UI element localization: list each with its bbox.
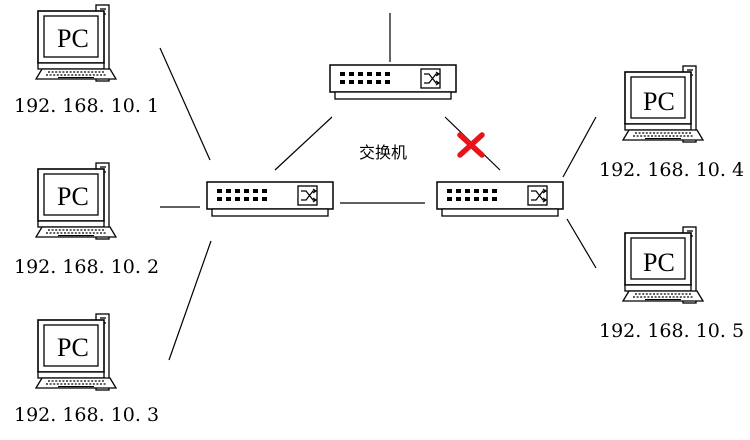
switch-label: 交换机 — [359, 143, 407, 162]
link-switch-right-pc4 — [562, 116, 597, 178]
pc-label: PC — [57, 333, 89, 362]
pc-3: PC 192. 168. 10. 3 — [14, 313, 159, 426]
link-switch-top-switch-left — [274, 116, 333, 171]
link-switch-right-pc5 — [566, 218, 597, 269]
pc-label: PC — [643, 248, 675, 277]
ip-address-label: 192. 168. 10. 5 — [599, 320, 744, 342]
ip-address-label: 192. 168. 10. 1 — [14, 95, 159, 117]
ip-address-label: 192. 168. 10. 2 — [14, 256, 159, 278]
pc-2: PC 192. 168. 10. 2 — [14, 162, 159, 278]
pc-label: PC — [57, 182, 89, 211]
link-pc3-switch-left — [168, 240, 212, 361]
link-pc1-switch-left — [159, 47, 211, 161]
switch-left — [206, 181, 334, 217]
pc-label: PC — [643, 87, 675, 116]
ip-address-label: 192. 168. 10. 4 — [599, 159, 744, 181]
ip-address-label: 192. 168. 10. 3 — [14, 404, 159, 426]
switch-top — [329, 64, 457, 100]
network-links — [159, 13, 597, 361]
pc-label: PC — [57, 24, 89, 53]
pc-4: PC 192. 168. 10. 4 — [599, 65, 744, 181]
switch-right — [436, 181, 564, 217]
pc-5: PC 192. 168. 10. 5 — [599, 226, 744, 342]
red-x-icon — [457, 132, 485, 158]
pc-1: PC 192. 168. 10. 1 — [14, 4, 159, 117]
